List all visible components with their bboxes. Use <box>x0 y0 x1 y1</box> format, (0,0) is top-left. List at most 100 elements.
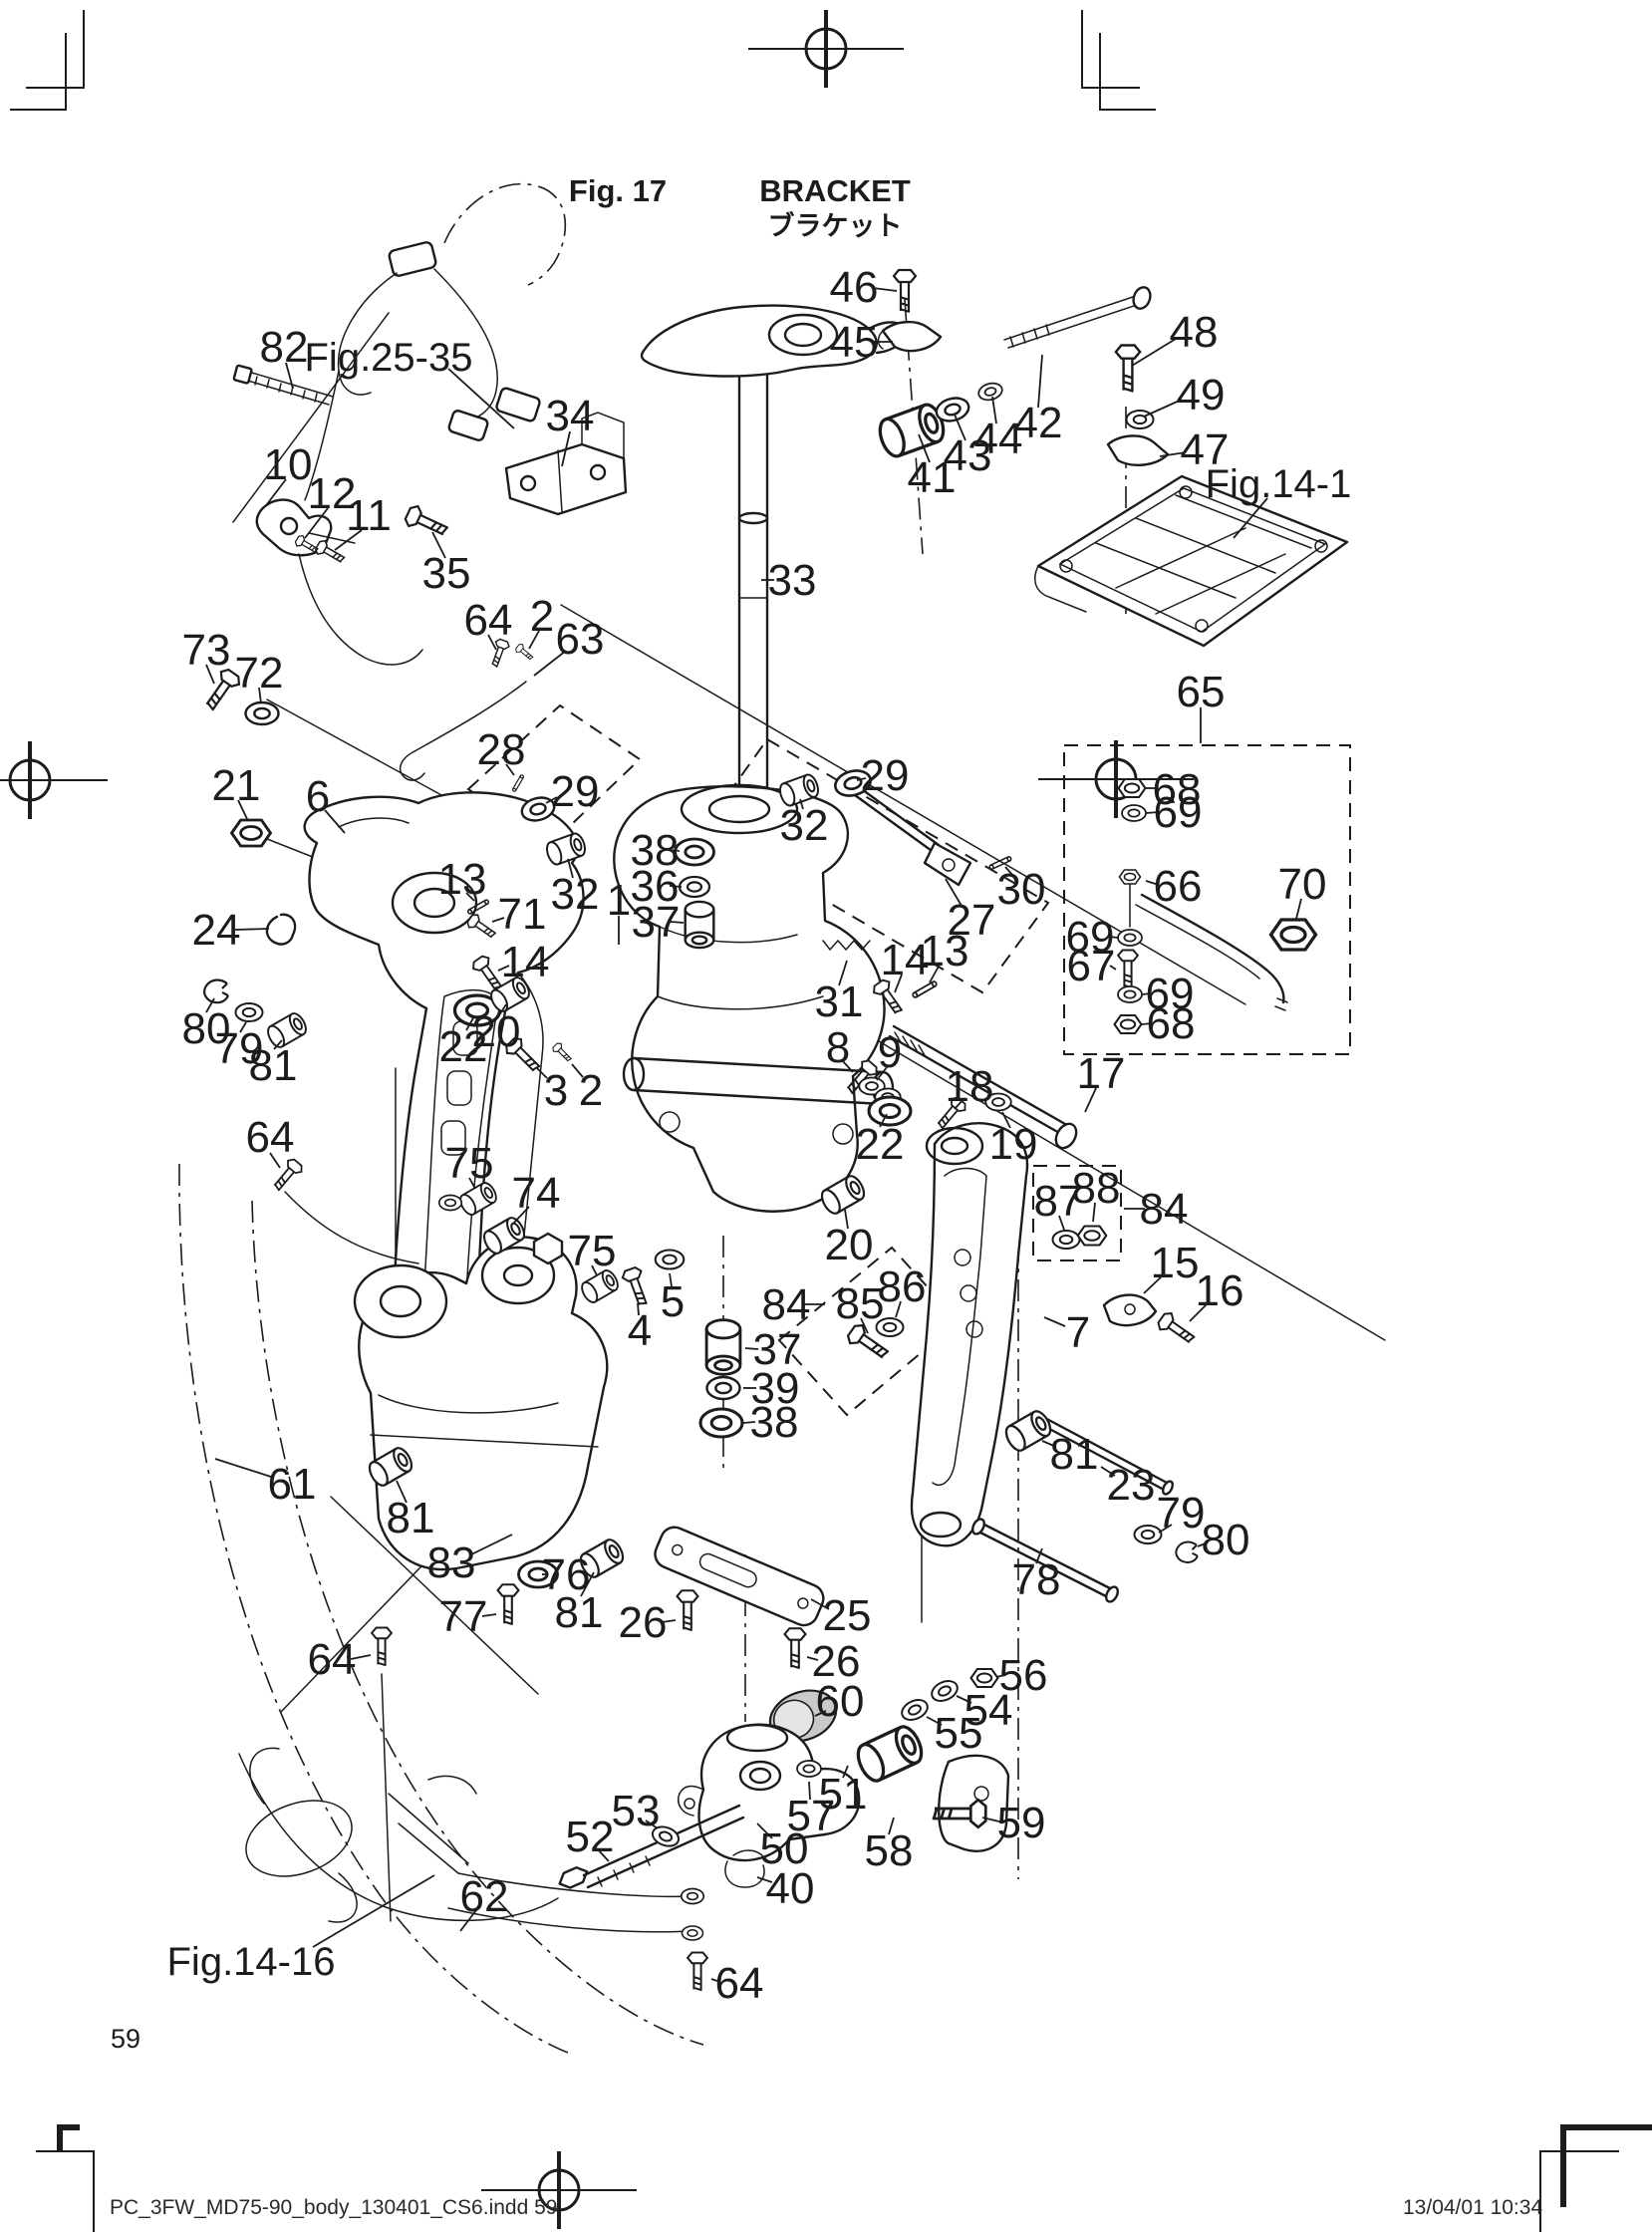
leader-line <box>312 1874 435 1948</box>
part-label-48: 48 <box>1170 308 1219 357</box>
footer-filename: PC_3FW_MD75-90_body_130401_CS6.indd 59 <box>110 2196 557 2219</box>
reg-mark-left <box>0 741 108 819</box>
part-label-23: 23 <box>1107 1461 1156 1510</box>
leader-line <box>561 430 571 467</box>
group-box-65 <box>1063 744 1351 1055</box>
part-label-86: 86 <box>878 1262 927 1311</box>
leader-line <box>1158 1524 1173 1534</box>
part-label-76: 76 <box>542 1550 591 1599</box>
leader-line <box>1058 1215 1065 1231</box>
part-label-56: 56 <box>999 1651 1048 1700</box>
part-label-42: 42 <box>1014 399 1063 447</box>
part-label-64: 64 <box>308 1635 357 1684</box>
leader-line <box>334 529 363 551</box>
lever-art <box>255 498 423 666</box>
part-label-53: 53 <box>612 1787 661 1835</box>
part-label-13: 13 <box>921 927 969 976</box>
leader-line <box>1145 811 1160 814</box>
leader-line <box>1189 1301 1210 1322</box>
part-label-fig-14-16: Fig.14-16 <box>167 1940 336 1984</box>
part-label-80: 80 <box>182 1004 231 1053</box>
leader-line <box>266 478 287 505</box>
part-label-74: 74 <box>512 1169 561 1218</box>
part-labels-layer: 82Fig.25-351012113435464541434442484947F… <box>167 263 1352 2008</box>
part-label-26: 26 <box>812 1637 861 1686</box>
part-label-82: 82 <box>260 323 309 372</box>
part-label-81: 81 <box>555 1588 604 1637</box>
page-title-japanese: ブラケット <box>768 210 903 242</box>
part-label-14: 14 <box>881 936 930 984</box>
leader-line <box>533 650 567 677</box>
part-label-49: 49 <box>1177 371 1226 420</box>
leader-line <box>591 1264 598 1276</box>
leader-line <box>535 1066 548 1079</box>
leader-line <box>1197 1541 1209 1547</box>
part-label-72: 72 <box>235 649 284 698</box>
rods-art <box>265 681 1175 1603</box>
leader-line <box>491 917 505 923</box>
part-label-35: 35 <box>422 549 471 598</box>
part-label-13: 13 <box>438 855 487 904</box>
part-label-69: 69 <box>1066 913 1115 962</box>
leader-line <box>497 965 510 972</box>
leader-line <box>838 960 848 986</box>
part-label-34: 34 <box>546 392 595 440</box>
power-tilt-art <box>353 1232 609 1571</box>
leader-line <box>844 1209 849 1230</box>
leader-line <box>756 1822 773 1839</box>
leader-line <box>596 1847 610 1862</box>
part-label-4: 4 <box>628 1306 652 1355</box>
part-label-29: 29 <box>861 751 910 800</box>
part-label-20: 20 <box>825 1221 874 1269</box>
leader-line <box>806 1656 819 1661</box>
part-label-24: 24 <box>192 906 241 955</box>
leader-line <box>1159 451 1187 457</box>
leader-line <box>799 798 804 810</box>
leader-line <box>237 799 249 822</box>
part-label-61: 61 <box>268 1460 317 1509</box>
part-label-39: 39 <box>751 1364 800 1413</box>
part-label-63: 63 <box>556 615 605 664</box>
leader-line <box>895 1300 902 1318</box>
part-label-59: 59 <box>997 1799 1046 1847</box>
leader-line <box>860 1317 869 1334</box>
part-label-22: 22 <box>439 1022 488 1071</box>
part-label-33: 33 <box>768 556 817 605</box>
leader-line <box>1100 1466 1116 1477</box>
leader-line <box>1092 1202 1096 1223</box>
clamp-bracket-art <box>910 1122 1029 1547</box>
reg-mark-bottom <box>481 2151 637 2229</box>
part-label-40: 40 <box>766 1864 815 1913</box>
part-label-17: 17 <box>1077 1049 1126 1098</box>
leader-line <box>431 531 446 559</box>
part-label-fig-14-1: Fig.14-1 <box>1206 462 1352 506</box>
part-label-36: 36 <box>631 862 680 911</box>
part-label-80: 80 <box>1202 1516 1250 1564</box>
part-label-6: 6 <box>306 772 330 821</box>
spring-art <box>822 939 871 952</box>
leader-line <box>350 1654 372 1660</box>
leader-line <box>396 1480 408 1504</box>
leader-line <box>505 763 515 776</box>
part-label-20: 20 <box>472 1007 521 1056</box>
r-pin-24 <box>265 913 297 946</box>
leader-line <box>1131 338 1177 367</box>
leader-line <box>468 1534 513 1556</box>
part-label-9: 9 <box>878 1028 902 1077</box>
leader-line <box>995 1674 1006 1678</box>
part-label-64: 64 <box>715 1959 764 2008</box>
leader-line <box>929 964 941 983</box>
part-label-37: 37 <box>753 1325 802 1374</box>
leader-line <box>1141 992 1152 995</box>
part-label-64: 64 <box>464 596 513 645</box>
leader-line <box>205 664 215 685</box>
leader-line <box>888 1817 895 1835</box>
page-number: 59 <box>111 2024 140 2054</box>
upper-clamp-art <box>877 286 1170 466</box>
leader-line <box>528 630 540 650</box>
part-label-2: 2 <box>579 1066 603 1115</box>
part-label-32: 32 <box>551 870 600 919</box>
leader-line <box>918 433 931 463</box>
leader-line <box>756 1876 773 1883</box>
leader-line <box>258 687 262 704</box>
